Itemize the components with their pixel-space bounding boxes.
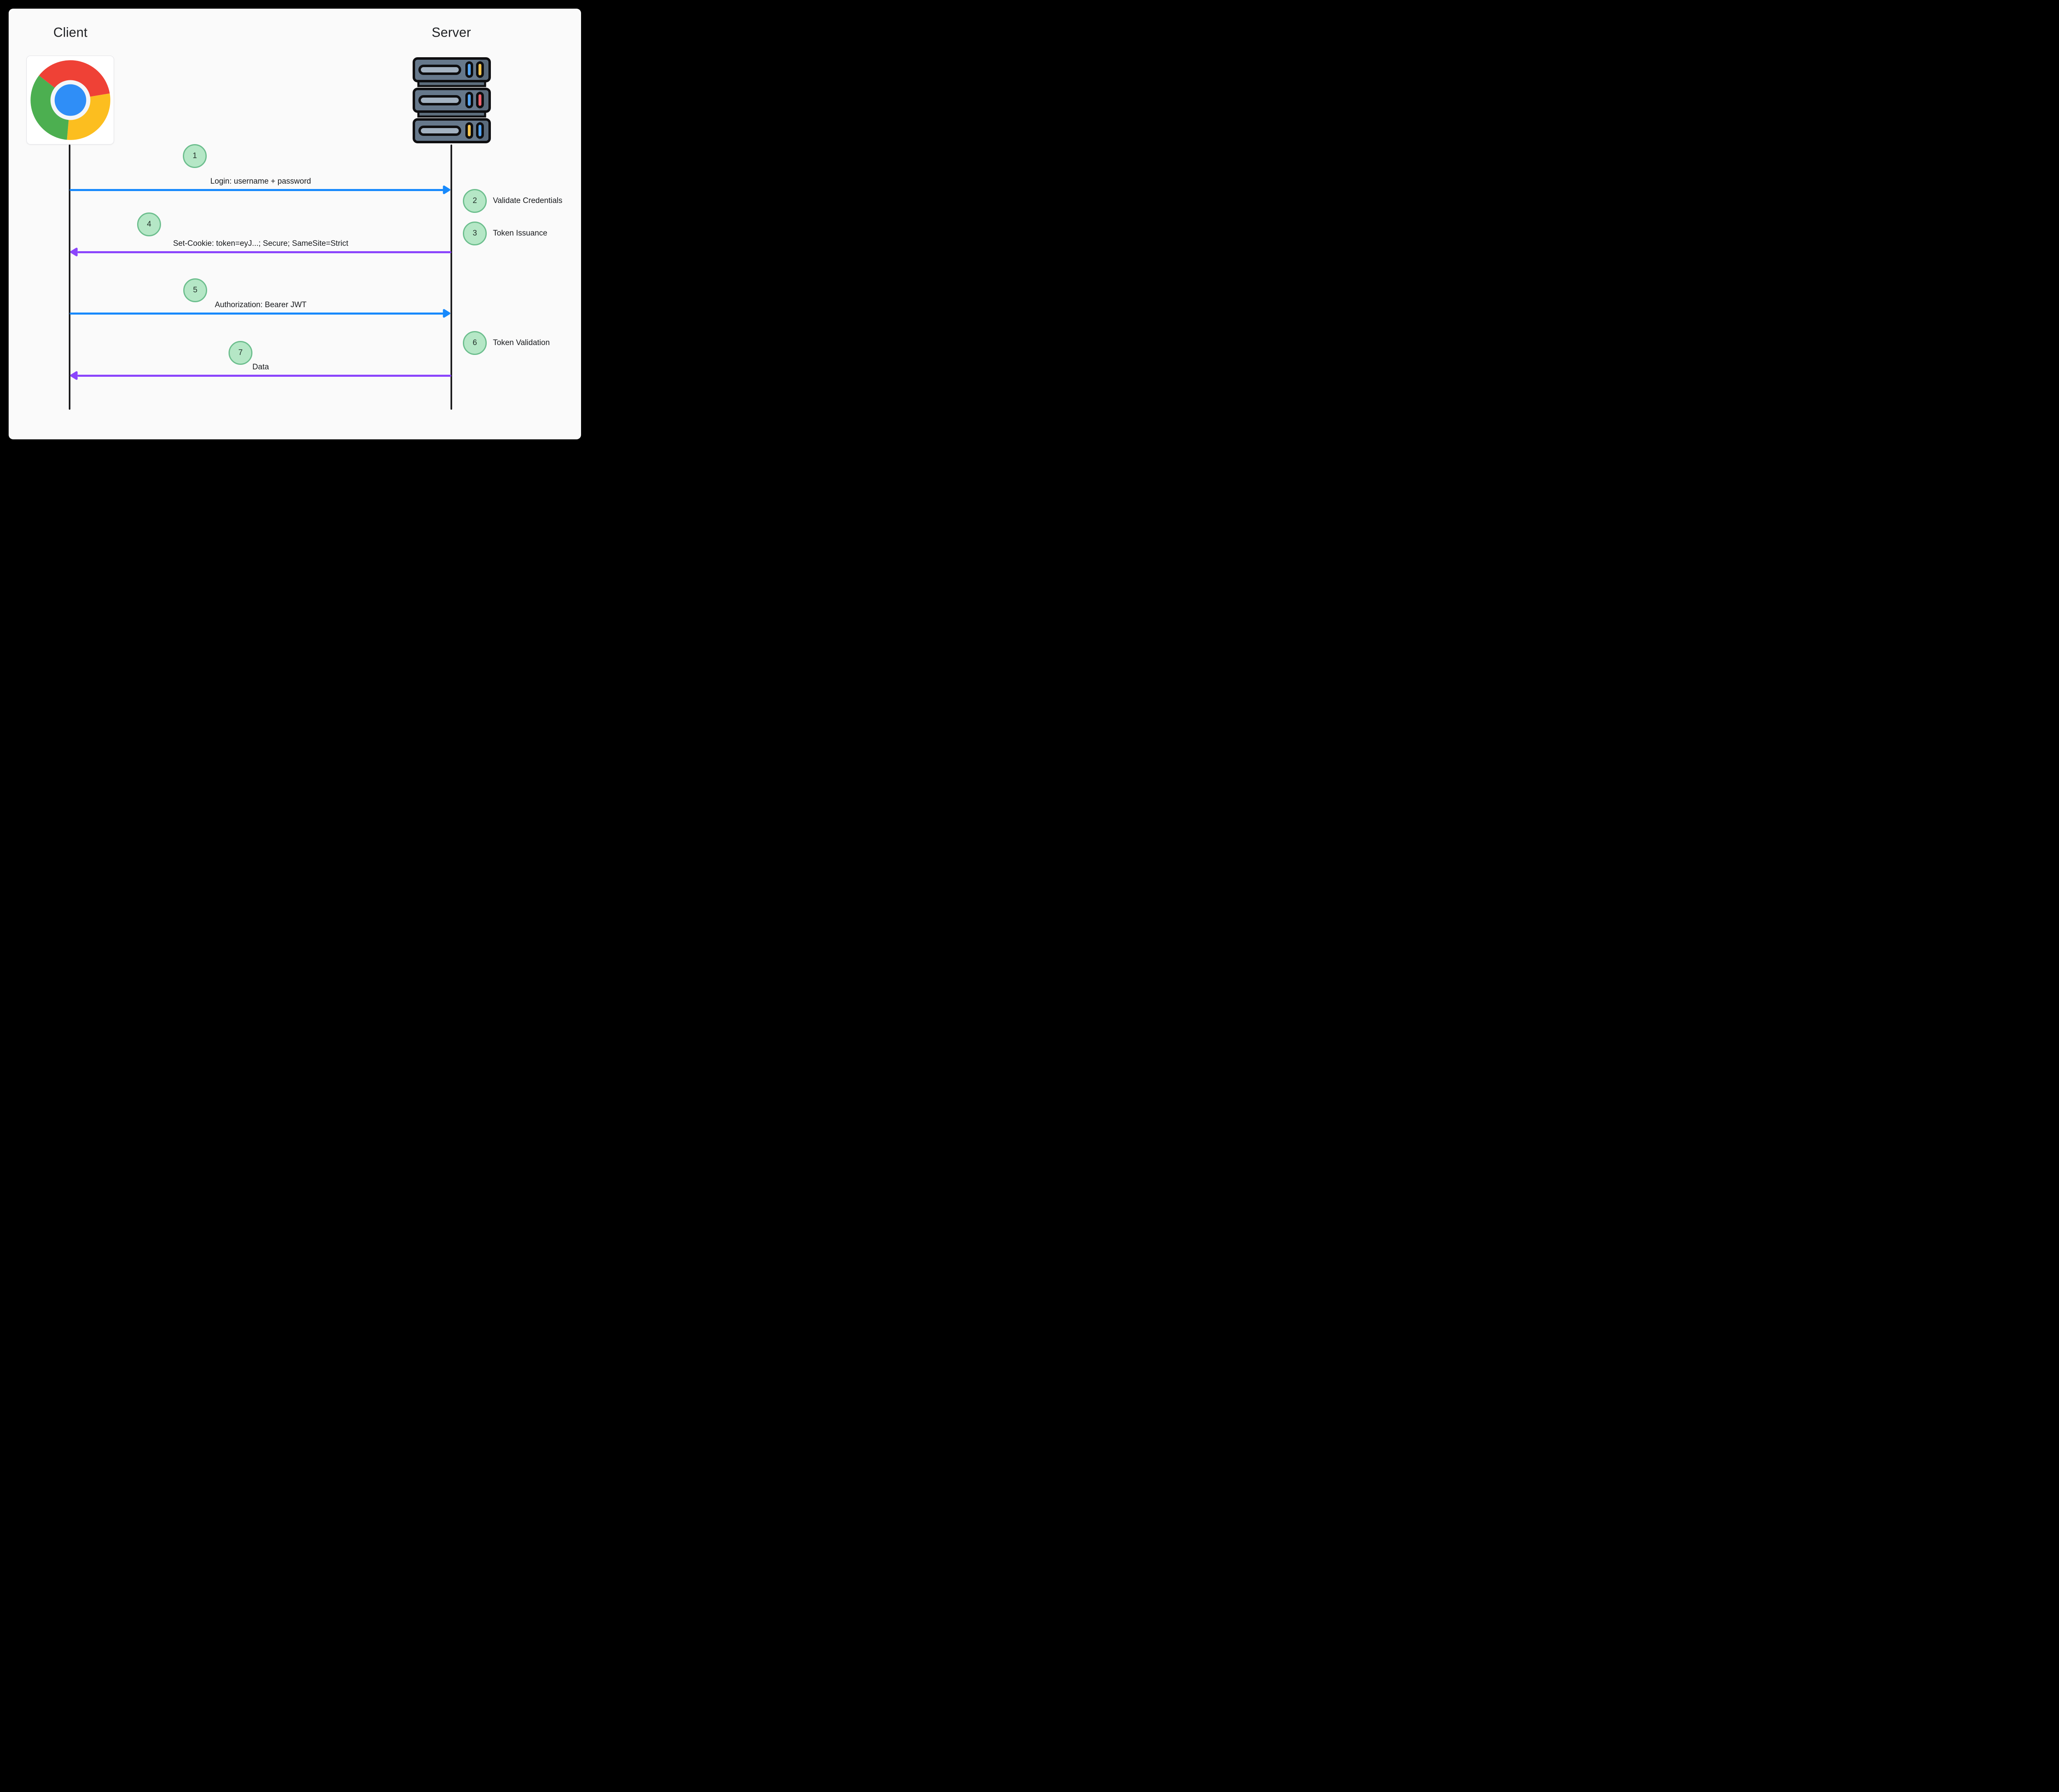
arrowhead-right-icon <box>442 309 451 318</box>
step-badge-2: 2 <box>463 189 487 213</box>
arrowhead-left-icon <box>70 247 78 257</box>
message-arrow-set-cookie <box>77 251 451 253</box>
step-badge-5: 5 <box>183 278 207 302</box>
arrowhead-right-icon <box>442 185 451 194</box>
step-badge-3: 3 <box>463 222 487 245</box>
server-lifeline <box>451 145 452 410</box>
server-icon <box>413 57 491 143</box>
diagram-canvas: Client Server <box>9 9 581 439</box>
server-step-label-token-validation: Token Validation <box>493 338 550 347</box>
screenshot-frame: Client Server <box>0 0 590 448</box>
message-arrow-authorization <box>70 313 444 315</box>
message-label-authorization: Authorization: Bearer JWT <box>215 301 307 309</box>
message-label-login: Login: username + password <box>210 177 311 186</box>
message-arrow-login <box>70 189 444 191</box>
server-step-label-token-issuance: Token Issuance <box>493 229 548 238</box>
step-badge-1: 1 <box>183 144 207 168</box>
server-step-label-validate-credentials: Validate Credentials <box>493 196 563 205</box>
step-badge-4: 4 <box>137 212 161 236</box>
client-lifeline <box>69 145 70 410</box>
server-title: Server <box>432 25 471 40</box>
step-badge-7: 7 <box>229 341 252 365</box>
arrowhead-left-icon <box>70 371 78 380</box>
client-title: Client <box>53 25 88 40</box>
message-arrow-data <box>77 375 451 377</box>
client-browser-card <box>26 56 114 145</box>
message-label-set-cookie: Set-Cookie: token=eyJ...; Secure; SameSi… <box>173 239 348 248</box>
step-badge-6: 6 <box>463 331 487 355</box>
chrome-icon <box>29 58 112 142</box>
message-label-data: Data <box>252 363 269 371</box>
